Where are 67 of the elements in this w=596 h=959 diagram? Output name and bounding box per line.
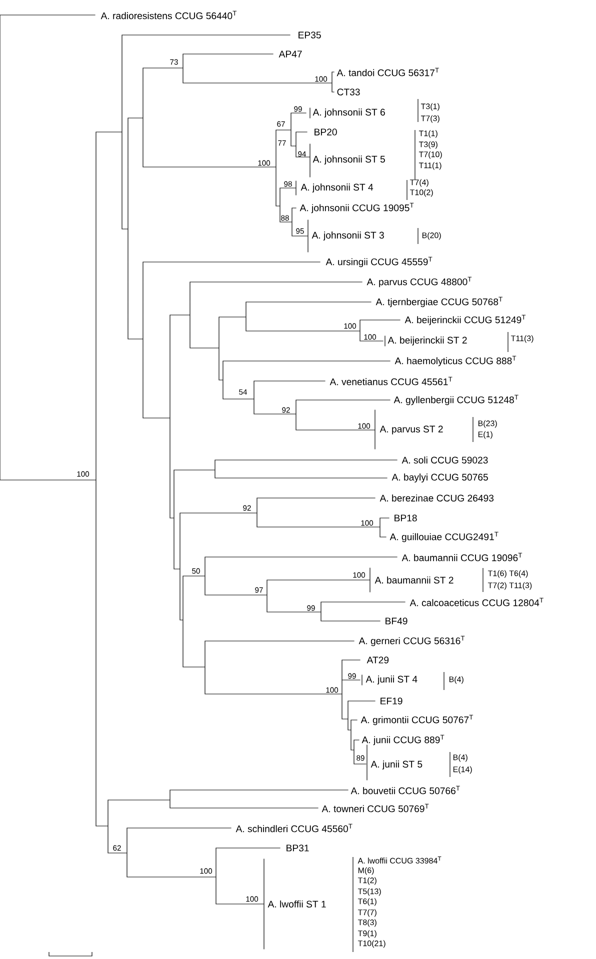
isolate-count: T8(3) [358,919,376,927]
species-label: A. tandoi CCUG 56317$^{T}$ [336,68,439,76]
species-label: CT33 [337,88,360,96]
species-label: A. baylyi CCUG 50765 [392,474,488,482]
isolate-count: A. lwoffii CCUG 33984$^{T}$ [358,856,442,864]
species-label: BP20 [314,128,337,136]
species-label: A. parvus CCUG 48800$^{T}$ [366,276,472,288]
isolate-count: T10(21) [358,940,386,948]
species-label: BP31 [286,844,309,852]
species-label: A. parvus ST 2 [380,426,443,434]
species-label: A. junii ST 5 [370,760,422,770]
isolate-count: T7(3) [420,115,440,123]
isolate-count: E(14) [453,766,472,774]
species-label: EP35 [298,32,321,38]
isolate-count: T10(2) [410,189,433,197]
isolate-count: M(6) [358,867,374,875]
species-label: A. gyllenbergii CCUG 51248$^{T}$ [394,394,518,406]
species-label: BF49 [386,618,408,624]
species-label: AP47 [278,50,302,58]
species-label: A. johnsonii ST 6 [312,108,385,118]
isolate-count: T1(2) [358,877,376,885]
species-label: A. beijerinckii ST 2 [388,336,467,346]
isolate-count: T1(6) T6(4) [488,570,528,578]
species-label: A. johnsonii ST 3 [312,232,384,240]
species-label: A. johnsonii ST 4 [300,184,374,192]
species-label: AT29 [366,656,389,664]
species-label: A. baumannii CCUG 19096$^{T}$ [402,552,522,562]
isolate-count: B(4) [449,676,464,684]
species-label: A. schindleri CCUG 45560$^{T}$ [236,824,352,832]
species-label: A. berezinae CCUG 26493 [380,494,494,502]
isolate-count: T9(1) [358,930,376,938]
species-label: EF19 [380,698,402,704]
isolate-count: B(23) [478,420,497,428]
isolate-count: T11(3) [510,335,534,343]
species-label: A. lwoffii ST 1 [268,900,326,908]
isolate-count: E(1) [478,431,492,439]
species-label: A. bouvetii CCUG 50766$^{T}$ [350,786,460,794]
species-label: A. tjernbergiae CCUG 50768$^{T}$ [376,296,502,308]
species-label: A. johnsonii CCUG 19095$^{T}$ [300,202,414,214]
species-label: A. guillouiae CCUG2491$^{T}$ [390,532,498,542]
isolate-count: T7(2) T11(3) [488,582,532,590]
isolate-count: T6(1) [358,898,376,906]
species-label: BP18 [394,514,417,522]
species-label: A. radioresistens CCUG 56440$^{T}$ [100,10,237,20]
species-label: A. baumannii ST 2 [374,576,454,584]
species-label: A. junii CCUG 889$^{T}$ [362,734,444,746]
isolate-count: T5(13) [358,888,381,896]
species-label: A. johnsonii ST 5 [312,156,385,164]
species-label: A. haemolyticus CCUG 888$^{T}$ [394,356,516,366]
isolate-count: B(20) [422,232,441,240]
isolate-count: T7(7) [358,909,376,917]
isolate-count: B(4) [453,754,468,762]
species-label: A. ursingii CCUG 45559$^{T}$ [326,256,432,268]
isolate-count: T1(1) [418,130,438,138]
species-label: A. towneri CCUG 50769$^{T}$ [322,804,429,812]
species-label: A. soli CCUG 59023 [402,456,488,464]
isolate-count: T3(1) [420,103,440,111]
species-label: A. gerneri CCUG 56316$^{T}$ [358,636,465,646]
species-label: A. junii ST 4 [366,676,418,684]
isolate-count: T7(4) [410,179,428,187]
isolate-count: T3(9) [418,141,438,149]
species-label: A. beijerinckii CCUG 51249$^{T}$ [404,314,526,326]
species-label: A. venetianus CCUG 45561$^{T}$ [330,376,452,386]
isolate-count: T7(10) [418,151,442,159]
species-label: A. grimontii CCUG 50767$^{T}$ [360,714,474,726]
species-label: A. calcoaceticus CCUG 12804$^{T}$ [410,598,544,606]
isolate-count: T11(1) [418,162,442,170]
